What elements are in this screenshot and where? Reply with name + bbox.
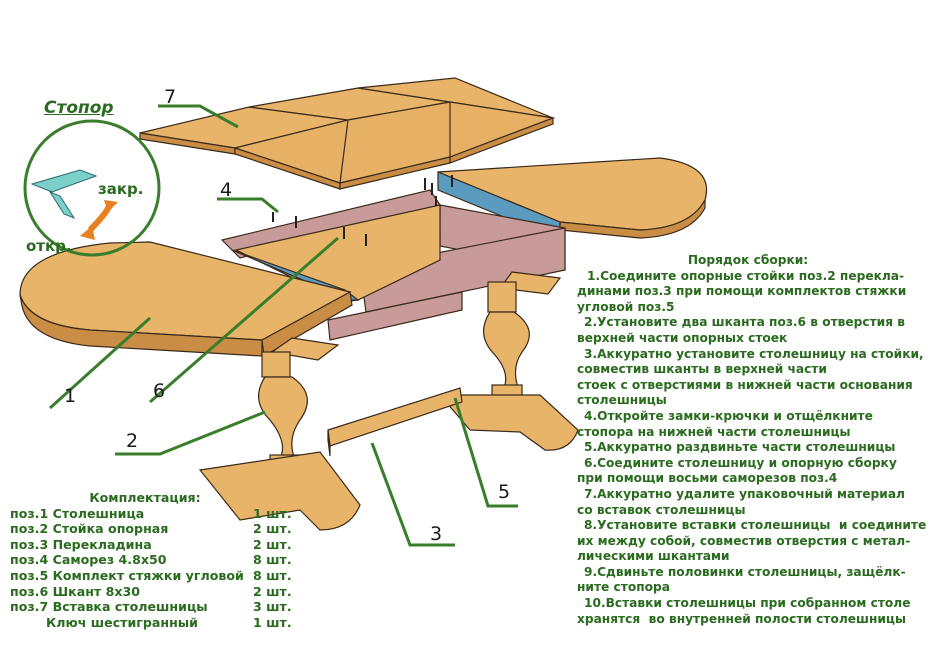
assembly-line: 9.Сдвиньте половинки столешницы, защёлк-	[584, 564, 906, 579]
callout-5: 5	[498, 481, 511, 503]
kit-item-qty: 1 шт.	[253, 614, 292, 630]
lock-closed-label: закр.	[98, 180, 144, 198]
assembly-line: их между собой, совместив отверстия с ме…	[577, 533, 911, 548]
assembly-line: стопора на нижней части столешницы	[577, 424, 851, 439]
callout-6: 6	[153, 380, 166, 402]
assembly-line: угловой поз.5	[577, 299, 675, 314]
assembly-line: 6.Соедините столешницу и опорную сборку	[584, 455, 897, 470]
table-leaves-exploded	[139, 77, 556, 190]
callout-3: 3	[430, 523, 443, 545]
kit-item: Ключ шестигранный 1 шт.	[10, 615, 300, 631]
kit-item-qty: 2 шт.	[253, 536, 292, 552]
callout-4: 4	[220, 179, 233, 201]
kit-item-name: поз.5 Комплект стяжки угловой	[10, 567, 244, 583]
assembly-instructions: Порядок сборки: 1.Соедините опорные стой…	[577, 253, 929, 627]
assembly-title: Порядок сборки:	[687, 253, 809, 267]
table-top-left-half	[19, 189, 463, 361]
callout-7: 7	[164, 86, 177, 108]
assembly-line: 4.Откройте замки-крючки и отщёлкните	[584, 408, 873, 423]
assembly-line: лическими шкантами	[577, 549, 730, 564]
assembly-line: при помощи восьми саморезов поз.4	[577, 471, 838, 486]
table-top-right-half	[359, 157, 707, 313]
kit-item-name: поз.7 Вставка столешницы	[10, 599, 208, 615]
kit-item-name: поз.2 Стойка опорная	[10, 521, 169, 537]
kit-title: Комплектация:	[89, 490, 201, 505]
assembly-line: верхней части опорных стоек	[577, 330, 788, 345]
assembly-line: 8.Установите вставки столешницы и соедин…	[584, 518, 927, 533]
pedestal-left	[198, 351, 361, 531]
kit-item: поз.5 Комплект стяжки угловой 8 шт.	[10, 568, 300, 584]
kit-item-name: поз.3 Перекладина	[10, 536, 152, 552]
kit-item-name: Ключ шестигранный	[46, 614, 199, 630]
kit-item: поз.3 Перекладина 2 шт.	[10, 537, 300, 553]
kit-item-qty: 8 шт.	[253, 567, 292, 583]
assembly-line: столешницы	[577, 393, 667, 408]
assembly-line: 3.Аккуратно установите столешницу на сто…	[584, 346, 924, 361]
assembly-line: 1.Соедините опорные стойки поз.2 перекла…	[587, 268, 905, 283]
assembly-line: 2.Установите два шканта поз.6 в отверсти…	[584, 315, 905, 330]
kit-item-qty: 2 шт.	[253, 583, 292, 599]
kit-item-name: поз.1 Столешница	[10, 505, 145, 521]
crossbar	[327, 387, 463, 457]
assembly-line: 7.Аккуратно удалите упаковочный материал	[584, 486, 905, 501]
assembly-line: стоек с отверстиями в нижней части основ…	[577, 377, 913, 392]
stopper-title: Стопор	[44, 98, 114, 118]
kit-item: поз.2 Стойка опорная 2 шт.	[10, 521, 300, 537]
stopper-inset	[23, 119, 161, 257]
kit-item: поз.6 Шкант 8х30 2 шт.	[10, 584, 300, 600]
assembly-line: 10.Вставки столешницы при собранном стол…	[584, 596, 911, 611]
assembly-line: совместив шканты в верхней части	[577, 362, 827, 377]
kit-item: поз.4 Саморез 4.8х50 8 шт.	[10, 552, 300, 568]
screws	[272, 175, 453, 246]
kit-item-qty: 3 шт.	[253, 599, 292, 615]
kit-item-name: поз.4 Саморез 4.8х50	[10, 552, 167, 568]
assembly-line: хранятся во внутренней полости столешниц…	[577, 611, 906, 626]
kit-contents: Комплектация: поз.1 Столешница 1 шт. поз.…	[10, 490, 300, 630]
kit-item: поз.1 Столешница 1 шт.	[10, 506, 300, 522]
assembly-line: ните стопора	[577, 580, 670, 595]
assembly-line: 5.Аккуратно раздвиньте части столешницы	[584, 440, 896, 455]
leader-lines	[48, 104, 518, 547]
kit-item-qty: 8 шт.	[253, 552, 292, 568]
kit-item-qty: 2 шт.	[253, 521, 292, 537]
kit-item: поз.7 Вставка столешницы 3 шт.	[10, 599, 300, 615]
kit-item-name: поз.6 Шкант 8х30	[10, 583, 141, 599]
lock-open-label: откр.	[26, 237, 72, 255]
kit-item-qty: 1 шт.	[253, 505, 292, 521]
pedestal-right	[438, 281, 579, 451]
assembly-line: со вставок столешницы	[577, 502, 746, 517]
assembly-line: динами поз.3 при помощи комплектов стяжк…	[577, 284, 907, 299]
callout-1: 1	[64, 385, 77, 407]
callout-2: 2	[126, 430, 139, 452]
